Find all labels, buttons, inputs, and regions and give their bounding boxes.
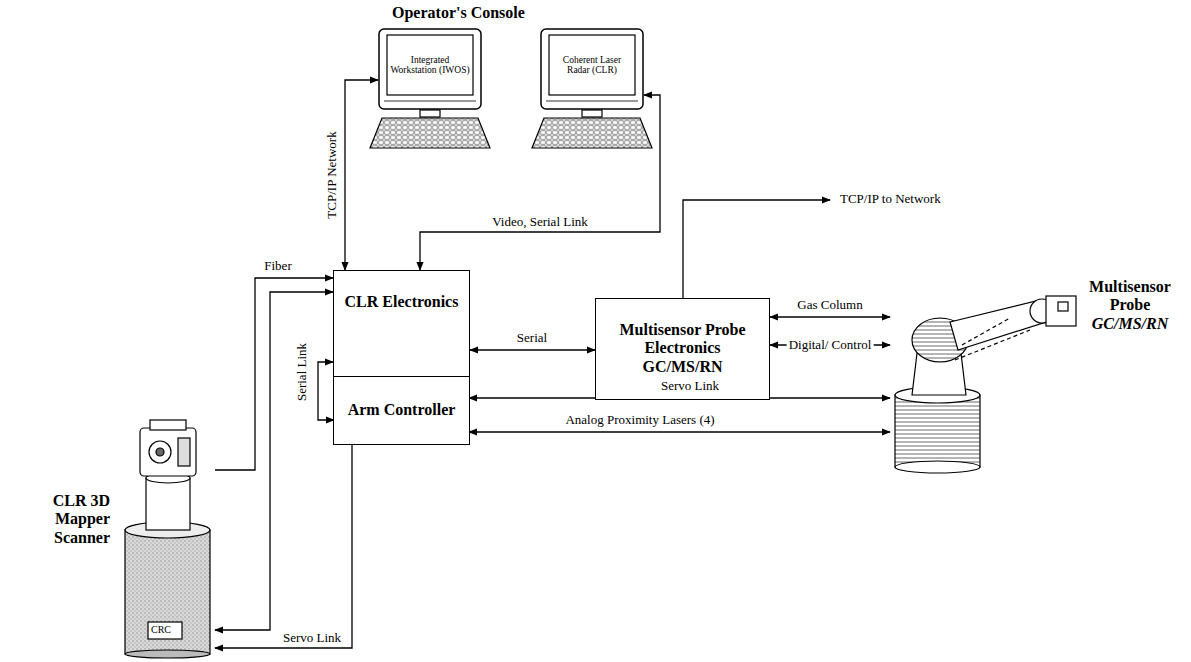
text-group: Integrated Workstation (IWOS): [389, 37, 471, 93]
keyboard: [370, 110, 652, 148]
node-title: CLR Electronics: [345, 293, 459, 311]
connector: [215, 292, 333, 630]
process-box: CLR ElectronicsArm Controller: [333, 270, 470, 445]
node-subtitle: GC/MS/RN: [602, 358, 763, 376]
node-title: Coherent Laser Radar (CLR): [551, 55, 633, 76]
text-group: Coherent Laser Radar (CLR): [551, 37, 633, 93]
connector: [318, 362, 334, 420]
connector: [770, 316, 890, 317]
connector: [215, 444, 352, 648]
connector: [345, 80, 378, 270]
monitor-screen: Integrated Workstation (IWOS): [378, 28, 482, 110]
text-group: CLR Electronics: [345, 293, 459, 311]
connector-label: TCP/IP Network: [325, 129, 339, 220]
network-line: [683, 200, 830, 298]
connector-label: Video, Serial Link: [490, 215, 590, 229]
monitor-screen: Coherent Laser Radar (CLR): [540, 28, 644, 110]
connector: [215, 278, 333, 470]
connector-label: Serial Link: [295, 341, 309, 403]
text-group: Multisensor Probe ElectronicsGC/MS/RN: [602, 321, 763, 376]
node-title: Multisensor Probe: [1082, 278, 1178, 315]
connector-label: Serial: [515, 331, 549, 345]
connector-label: Analog Proximity Lasers (4): [563, 413, 716, 427]
robot-arm-figure: [895, 296, 1076, 473]
connector-label: Servo Link: [281, 631, 343, 645]
connector-label: Digital/ Control: [787, 338, 874, 352]
connector-label: Servo Link: [659, 379, 721, 393]
node-title: CLR 3D Mapper Scanner: [6, 492, 110, 547]
node-title: Integrated Workstation (IWOS): [389, 55, 471, 76]
connector-label: Gas Column: [795, 298, 864, 312]
controller-band: Arm Controller: [334, 376, 469, 444]
text-group: CLR 3D Mapper Scanner: [6, 492, 110, 547]
node-subtitle: GC/MS/RN: [1082, 315, 1178, 333]
console-heading: Operator's Console: [390, 4, 527, 22]
node-title: Arm Controller: [348, 401, 456, 419]
network-note: TCP/IP to Network: [838, 192, 943, 206]
scanner-figure: [125, 420, 210, 658]
connector: [469, 431, 890, 432]
text-group: Arm Controller: [348, 401, 456, 419]
text-group: Multisensor ProbeGC/MS/RN: [1082, 278, 1178, 333]
scanner-node: CLR 3D Mapper Scanner: [118, 418, 215, 656]
probe-node: Multisensor ProbeGC/MS/RN: [890, 292, 1080, 472]
connector-label: Fiber: [262, 259, 293, 273]
panel-marking: CRC: [149, 624, 173, 635]
connector: [470, 349, 595, 350]
node-title: Multisensor Probe Electronics: [602, 321, 763, 358]
connector: [420, 95, 660, 270]
